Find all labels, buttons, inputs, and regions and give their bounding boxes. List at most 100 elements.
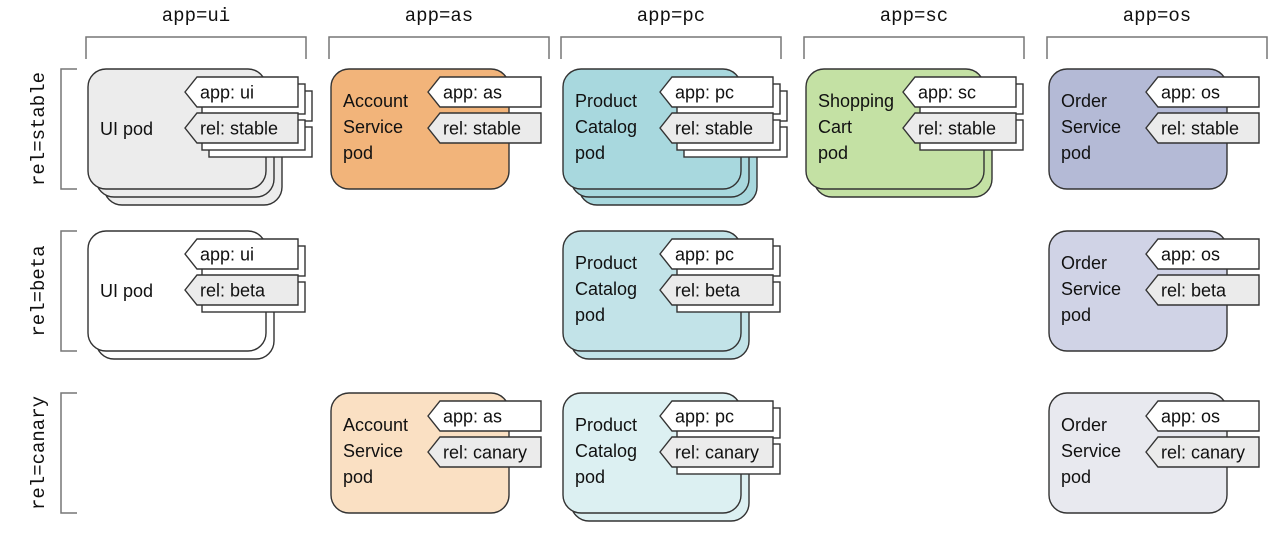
rel-label-tag xyxy=(659,274,774,306)
column-header-sc: app=sc xyxy=(880,5,948,27)
pod-name-line: pod xyxy=(575,467,605,487)
column-headers: app=ui app=as app=pc app=sc app=os xyxy=(85,5,1268,59)
rel-label-tag xyxy=(659,112,774,144)
column-header-as: app=as xyxy=(405,5,473,27)
app-label-text: app: os xyxy=(1161,83,1220,103)
rel-label-tag xyxy=(659,436,774,468)
rel-label-text: rel: canary xyxy=(675,443,759,463)
app-label-tag xyxy=(184,238,299,270)
pod-name-line: UI pod xyxy=(100,119,153,139)
pod-name-line: Service xyxy=(343,441,403,461)
rel-label-text: rel: stable xyxy=(443,119,521,139)
rel-label-tag xyxy=(1145,274,1260,306)
rel-label-tag xyxy=(902,112,1017,144)
pod-name-line: Product xyxy=(575,415,637,435)
pod-name-line: Service xyxy=(343,117,403,137)
pod-name-line: UI pod xyxy=(100,281,153,301)
rel-label-text: rel: stable xyxy=(1161,119,1239,139)
pod-name-line: Catalog xyxy=(575,279,637,299)
row-bracket xyxy=(60,68,77,190)
pod-name-line: Order xyxy=(1061,415,1107,435)
rel-label-tag xyxy=(1145,112,1260,144)
app-label-text: app: pc xyxy=(675,407,734,427)
rel-label-tag xyxy=(427,436,542,468)
column-bracket xyxy=(85,36,307,59)
pod-name-line: Catalog xyxy=(575,117,637,137)
rel-label-text: rel: canary xyxy=(1161,443,1245,463)
pod-ui-stable: UI pod app: ui rel: stable xyxy=(87,68,313,206)
pod-name-line: Service xyxy=(1061,117,1121,137)
row-bracket xyxy=(60,392,77,514)
pod-name-line: pod xyxy=(343,143,373,163)
pod-name-line: Product xyxy=(575,91,637,111)
pod-name-line: pod xyxy=(1061,467,1091,487)
pod-name-line: Account xyxy=(343,415,408,435)
rel-label-text: rel: stable xyxy=(675,119,753,139)
pod-name-line: pod xyxy=(1061,143,1091,163)
app-label-tag xyxy=(1145,238,1260,270)
column-bracket xyxy=(328,36,550,59)
app-label-tag xyxy=(427,400,542,432)
app-label-text: app: pc xyxy=(675,245,734,265)
app-label-text: app: os xyxy=(1161,407,1220,427)
app-label-text: app: as xyxy=(443,83,502,103)
app-label-tag xyxy=(1145,76,1260,108)
rel-label-tag xyxy=(184,112,299,144)
pod-name-line: Service xyxy=(1061,279,1121,299)
pod-name-line: Product xyxy=(575,253,637,273)
pod-name-line: Account xyxy=(343,91,408,111)
column-header-ui: app=ui xyxy=(162,5,230,27)
rel-label-text: rel: canary xyxy=(443,443,527,463)
pod-name-line: pod xyxy=(343,467,373,487)
column-header-pc: app=pc xyxy=(637,5,705,27)
column-header-os: app=os xyxy=(1123,5,1191,27)
pod-name-line: Service xyxy=(1061,441,1121,461)
rel-label-tag xyxy=(427,112,542,144)
app-label-text: app: os xyxy=(1161,245,1220,265)
app-label-text: app: pc xyxy=(675,83,734,103)
app-label-tag xyxy=(659,238,774,270)
row-bracket xyxy=(60,230,77,352)
pod-name-line: pod xyxy=(818,143,848,163)
rel-label-text: rel: beta xyxy=(675,281,741,301)
app-label-text: app: ui xyxy=(200,245,254,265)
row-header-stable: rel=stable xyxy=(28,72,50,186)
row-header-canary: rel=canary xyxy=(28,396,50,510)
pod-name-line: Order xyxy=(1061,253,1107,273)
pod-name-line: Catalog xyxy=(575,441,637,461)
app-label-tag xyxy=(184,76,299,108)
column-bracket xyxy=(803,36,1025,59)
rel-label-tag xyxy=(1145,436,1260,468)
app-label-tag xyxy=(659,76,774,108)
pod-name-line: Order xyxy=(1061,91,1107,111)
rel-label-tag xyxy=(184,274,299,306)
pod-name-line: Cart xyxy=(818,117,852,137)
app-label-text: app: as xyxy=(443,407,502,427)
app-label-tag xyxy=(659,400,774,432)
app-label-tag xyxy=(427,76,542,108)
pod-name-line: pod xyxy=(575,305,605,325)
pod-name-line: Shopping xyxy=(818,91,894,111)
row-header-beta: rel=beta xyxy=(28,245,50,336)
rel-label-text: rel: stable xyxy=(200,119,278,139)
column-bracket xyxy=(560,36,782,59)
pod-name-line: pod xyxy=(1061,305,1091,325)
app-label-text: app: sc xyxy=(918,83,976,103)
app-label-text: app: ui xyxy=(200,83,254,103)
app-label-tag xyxy=(1145,400,1260,432)
app-label-tag xyxy=(902,76,1017,108)
rel-label-text: rel: stable xyxy=(918,119,996,139)
rel-label-text: rel: beta xyxy=(1161,281,1227,301)
